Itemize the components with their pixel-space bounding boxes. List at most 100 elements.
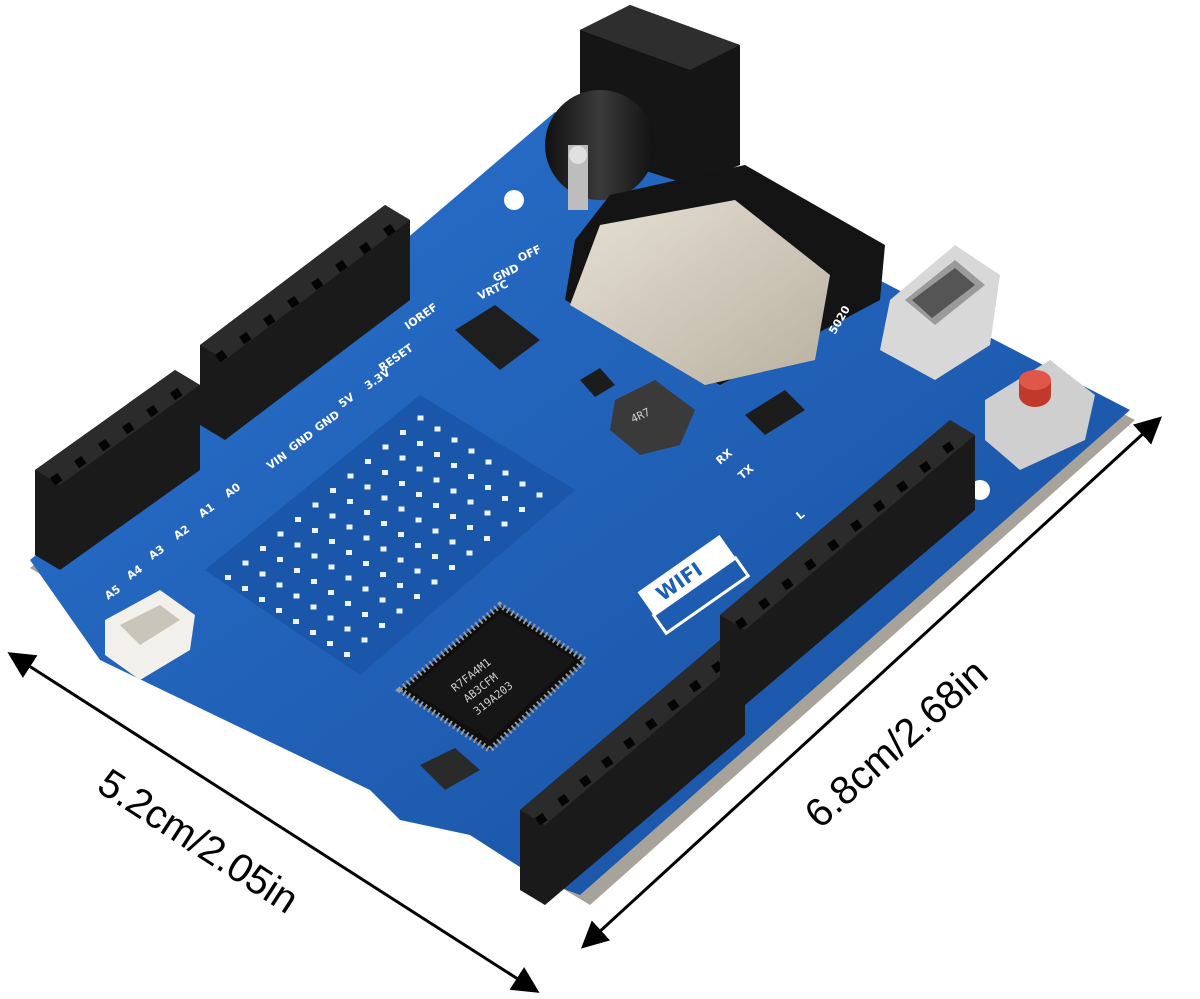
header-socket (74, 455, 87, 469)
small-ic (580, 368, 615, 397)
matrix-led (364, 510, 370, 515)
matrix-led (501, 521, 508, 527)
matrix-led (380, 572, 386, 577)
matrix-led (381, 495, 388, 501)
matrix-led (397, 583, 403, 588)
matrix-led (466, 550, 473, 556)
matrix-led (433, 503, 439, 508)
header-socket (98, 438, 111, 452)
matrix-led (397, 557, 404, 563)
switch-label-on: ON (373, 816, 394, 839)
matrix-led (327, 641, 333, 646)
matrix-led (242, 560, 249, 566)
matrix-led (346, 550, 352, 555)
mounting-hole (504, 190, 524, 210)
matrix-led (417, 415, 424, 421)
matrix-led (310, 630, 316, 635)
matrix-led (361, 637, 368, 643)
matrix-led (345, 601, 351, 606)
matrix-led (502, 470, 509, 476)
matrix-led (398, 532, 404, 537)
matrix-led (431, 579, 438, 585)
header-socket (49, 472, 63, 486)
header-socket (286, 295, 300, 309)
matrix-led (276, 608, 282, 613)
matrix-led (432, 528, 439, 534)
matrix-led (295, 517, 301, 522)
matrix-led (362, 612, 368, 617)
matrix-led (451, 437, 458, 443)
matrix-led (432, 554, 438, 559)
matrix-led (311, 553, 318, 559)
matrix-led (434, 452, 440, 457)
matrix-led (450, 488, 457, 494)
matrix-led (519, 481, 526, 487)
matrix-led (225, 575, 231, 580)
matrix-led (259, 597, 265, 602)
header-socket (170, 387, 183, 401)
matrix-led (381, 521, 387, 526)
matrix-led (293, 593, 300, 599)
matrix-led (399, 481, 405, 486)
matrix-led (400, 430, 406, 435)
matrix-led (484, 536, 490, 541)
led-matrix (205, 395, 575, 675)
matrix-led (414, 568, 421, 574)
matrix-led (363, 561, 369, 566)
header-socket (557, 793, 570, 807)
usb-c-port[interactable] (880, 245, 1000, 380)
header-socket (262, 313, 276, 327)
matrix-led (347, 499, 353, 504)
voltage-regulator (455, 305, 540, 370)
matrix-led (450, 514, 456, 519)
matrix-led (312, 502, 319, 508)
matrix-led (329, 513, 336, 519)
power-header (200, 205, 410, 440)
matrix-led (416, 492, 422, 497)
width-dimension-label: 5.2cm/2.05in (90, 761, 306, 923)
matrix-led (311, 579, 317, 584)
header-socket (334, 259, 348, 273)
width-arrow (7, 652, 540, 993)
matrix-led (502, 496, 508, 501)
matrix-led (242, 586, 248, 591)
matrix-led (312, 528, 318, 533)
matrix-led (467, 525, 473, 530)
rf-shield (570, 200, 830, 385)
analog-header (35, 370, 200, 570)
matrix-led (382, 470, 388, 475)
header-socket (359, 241, 372, 255)
matrix-led (467, 499, 474, 505)
matrix-led (344, 626, 351, 632)
matrix-led (382, 444, 389, 450)
matrix-led (415, 517, 422, 523)
matrix-led (260, 546, 266, 551)
matrix-led (379, 597, 386, 603)
matrix-led (328, 564, 335, 570)
matrix-led (328, 590, 334, 595)
matrix-led (414, 594, 420, 599)
matrix-led (310, 604, 317, 610)
matrix-led (434, 426, 441, 432)
matrix-led (468, 474, 474, 479)
matrix-led (365, 459, 371, 464)
matrix-led (416, 466, 423, 472)
header-socket (146, 404, 159, 418)
matrix-led (276, 582, 283, 588)
length-arrow (581, 416, 1162, 949)
matrix-led (380, 546, 387, 552)
matrix-led (433, 477, 440, 483)
matrix-led (277, 557, 283, 562)
matrix-led (293, 619, 299, 624)
matrix-led (484, 510, 491, 516)
header-socket (310, 277, 324, 291)
header-socket (383, 223, 396, 237)
matrix-led (364, 484, 371, 490)
dc-jack (545, 5, 740, 210)
header-socket (214, 349, 228, 363)
matrix-led (345, 575, 352, 581)
matrix-led (379, 623, 385, 628)
matrix-led (536, 492, 543, 498)
matrix-led (485, 485, 491, 490)
